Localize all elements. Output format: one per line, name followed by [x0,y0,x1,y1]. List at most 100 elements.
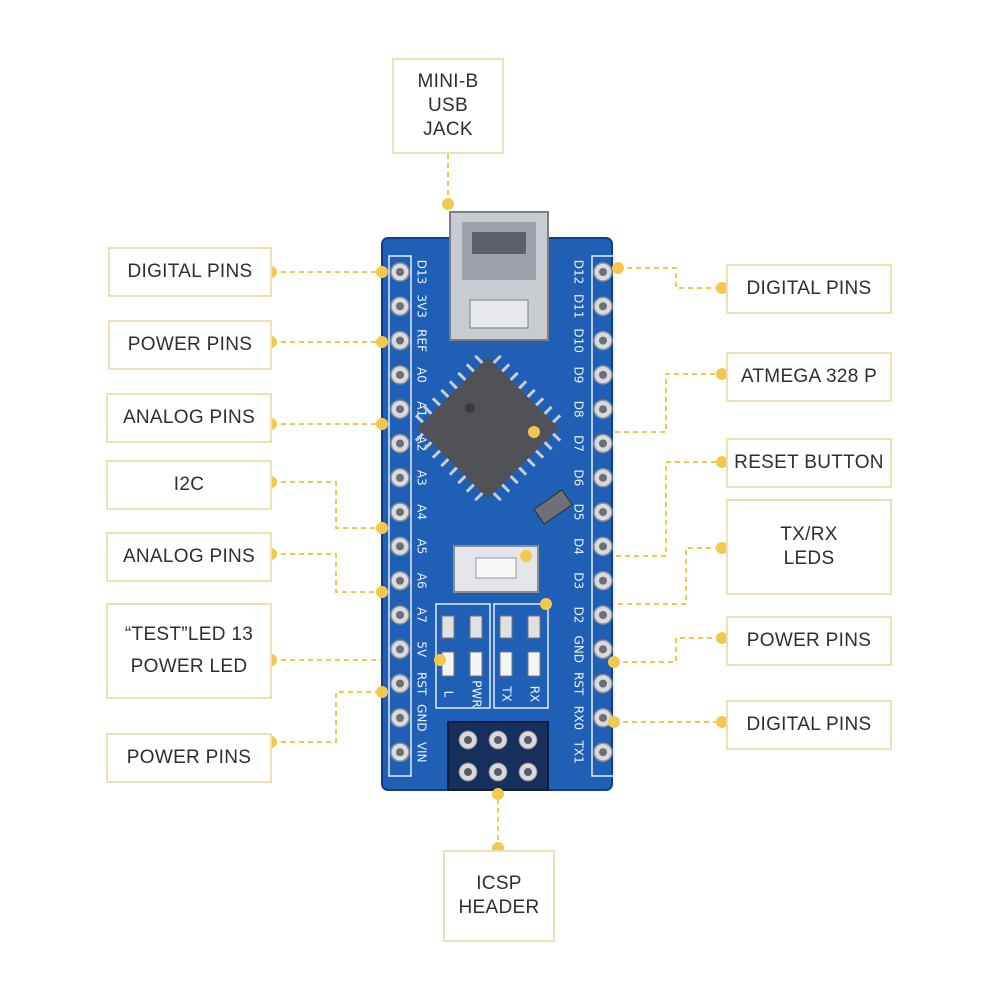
leader-dot [716,368,728,380]
chip-pin [518,466,528,476]
left-digital-pins-label: DIGITAL PINS [108,247,272,297]
chip-pin [457,475,467,485]
pin-hole [599,645,607,654]
chip-pin [518,380,528,390]
pin-silkscreen-label: RX0 [572,706,586,730]
chip-pin [423,441,433,451]
left-power-pins-bottom-label: POWER PINS [106,733,272,783]
pin-hole [396,542,404,551]
led [527,651,541,677]
leader-dot [716,716,728,728]
icsp-pin-hole [464,736,472,744]
chip-pin [431,449,441,459]
pin-hole [396,679,404,688]
chip-pin [474,491,484,502]
chip-pin [440,388,450,398]
leader-dot [716,542,728,554]
pin-silkscreen-label: REF [415,329,429,352]
right-digital-pins-bottom-label: DIGITAL PINS [726,700,892,750]
pin-hole [396,370,404,379]
right-digital-pins-top-label: DIGITAL PINS [726,264,892,314]
resistor [441,615,455,639]
i2c-label: I2C [106,460,272,510]
pin-hole [599,611,607,619]
chip-pin [423,405,433,415]
right-pin-header [591,255,615,777]
label-line: DIGITAL PINS [746,714,872,735]
crystal [533,489,573,525]
leader-dot [716,632,728,644]
icsp-pin-hole [494,768,502,776]
resistor [527,615,541,639]
pin-silkscreen-label: A4 [415,504,429,520]
leader-dot [492,788,504,800]
pin-hole [396,473,404,482]
led-group-outline [493,603,549,709]
icsp-pin-hole [494,736,502,744]
pin-hole [396,336,404,345]
leader-dot [376,522,388,534]
chip-pin [440,458,450,468]
i2c-leader [272,481,380,529]
left-analog-pins-top-label: ANALOG PINS [106,393,272,443]
chip-pin [465,483,475,493]
label-line: I2C [173,474,205,495]
label-line: LEDS [783,548,835,569]
pin-silkscreen-label: D2 [572,607,586,624]
left-power-pins-top-label: POWER PINS [108,320,272,370]
pin-hole [396,713,404,722]
atmega-label: ATMEGA 328 P [726,352,892,402]
pin-silkscreen-label: D5 [572,504,586,521]
chip-pin [457,371,467,381]
chip-pin [526,388,536,398]
right-digital-top-leader [618,267,722,289]
leader-dot [520,550,532,562]
pin-silkscreen-label: D12 [572,260,586,285]
pin-hole [599,302,607,311]
pin-silkscreen-label: A1 [415,401,429,417]
left-analog-bottom-leader [272,553,380,593]
pin-hole [599,473,607,482]
pin-silkscreen-label: D3 [572,572,586,589]
leds-label: “TEST”LED 13 POWER LED [106,603,272,699]
chip-pin [492,354,502,365]
led [469,651,483,677]
chip-pin [543,405,553,415]
icsp-pin-hole [524,736,532,744]
pin-hole [599,405,607,414]
pin-hole [396,576,404,585]
left-pin-header [388,255,412,777]
chip-pin [551,414,562,424]
pin-hole [599,576,607,585]
header-outline [388,255,412,777]
icsp-header-label: ICSP HEADER [443,850,555,942]
label-line: POWER LED [130,656,248,677]
pin-hole [396,405,404,414]
reset-leader [526,461,722,557]
leader-dot [376,418,388,430]
chip-pin [543,441,553,451]
leader-dot [540,598,552,610]
pin-hole [599,713,607,722]
led-silkscreen-label: L [442,691,456,698]
pin-silkscreen-label: A7 [415,607,429,623]
pin-hole [599,748,607,757]
label-line: ANALOG PINS [122,407,256,428]
leader-dot [376,586,388,598]
pin-hole [396,302,404,311]
pin-hole [599,268,607,276]
chip-pin [535,397,545,407]
led-silkscreen-label: PWR [470,680,484,707]
leader-lines [272,154,722,848]
pin-silkscreen-label: RST [415,672,429,696]
pin-hole [396,645,404,654]
chip-pin [431,397,441,407]
led [499,651,513,677]
label-line: DIGITAL PINS [746,278,872,299]
txrx-leds-label: TX/RX LEDS [726,499,892,595]
leader-dot [608,716,620,728]
pin-silkscreen-label: VIN [415,742,429,763]
